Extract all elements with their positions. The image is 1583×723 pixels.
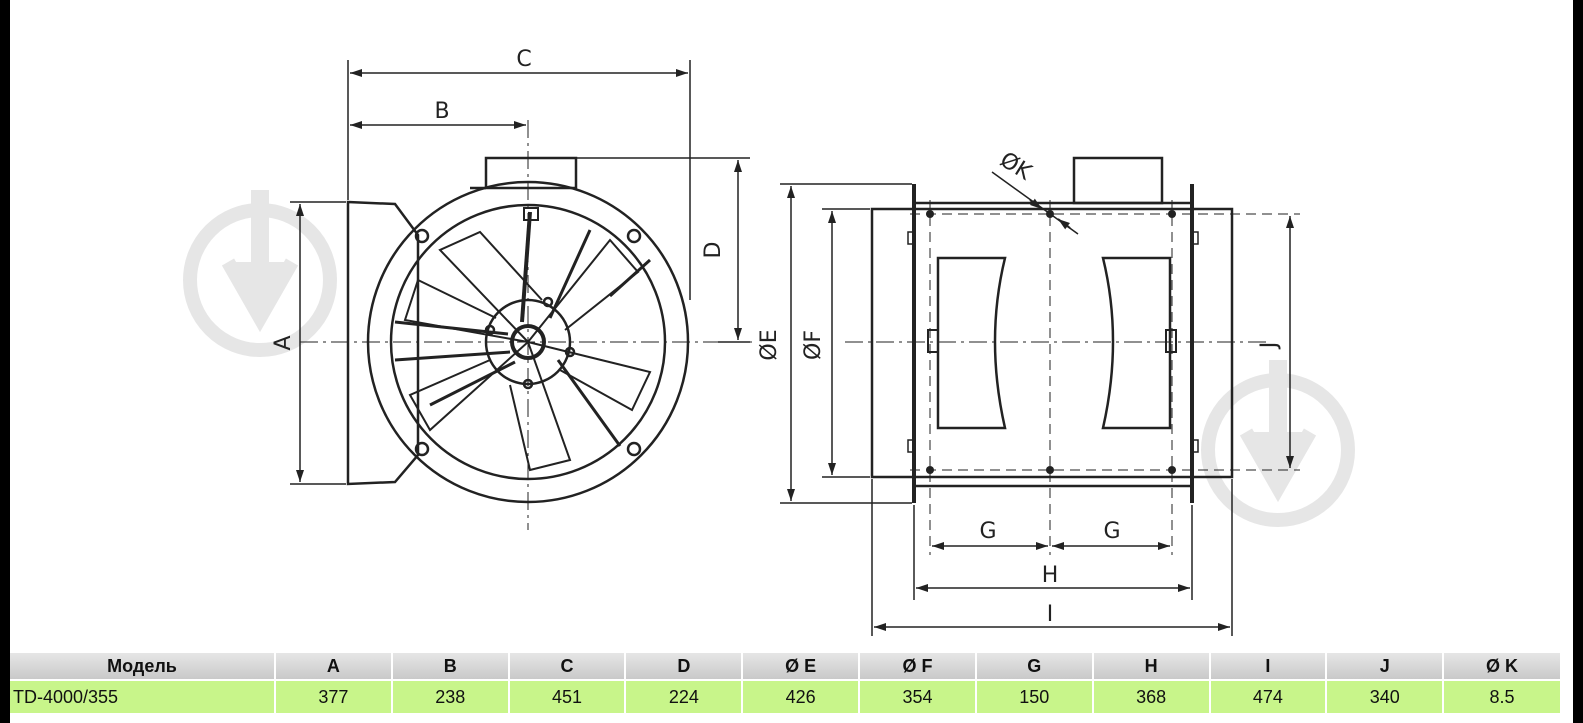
casing-window-left bbox=[936, 256, 1007, 430]
bolt-hole bbox=[626, 441, 642, 457]
watermark-download-icon-left bbox=[183, 190, 337, 357]
header-e: Ø E bbox=[742, 653, 861, 680]
label-h: H bbox=[1042, 563, 1059, 588]
technical-drawing: C B D A ØE ØF J G G H I ØK bbox=[183, 47, 1355, 636]
duct-tube bbox=[870, 207, 1234, 479]
label-b: B bbox=[434, 99, 449, 124]
casing-window-right bbox=[1101, 256, 1172, 430]
cable bbox=[520, 211, 532, 323]
header-g: G bbox=[975, 653, 1094, 680]
cell-c: 451 bbox=[508, 679, 627, 713]
header-i: I bbox=[1209, 653, 1328, 680]
side-motor-housing bbox=[346, 200, 420, 486]
header-h: H bbox=[1092, 653, 1211, 680]
header-f: Ø F bbox=[859, 653, 977, 680]
cell-j: 340 bbox=[1326, 679, 1445, 713]
cell-model: TD-4000/355 bbox=[10, 679, 276, 713]
table-header-row: Модель A B C D Ø E Ø F G H I J Ø K bbox=[10, 653, 1560, 680]
watermark-download-icon-right bbox=[1201, 360, 1355, 527]
bolt-hole bbox=[414, 441, 430, 457]
front-view bbox=[300, 120, 752, 530]
header-d: D bbox=[625, 653, 744, 680]
side-dimensions bbox=[780, 171, 1294, 636]
label-e: ØE bbox=[757, 329, 782, 360]
cell-i: 474 bbox=[1209, 679, 1328, 713]
bolt-hole bbox=[626, 228, 642, 244]
cell-d: 224 bbox=[625, 679, 744, 713]
label-c: C bbox=[516, 47, 531, 72]
header-c: C bbox=[508, 653, 627, 680]
motor-terminal-box bbox=[484, 156, 578, 190]
header-j: J bbox=[1326, 653, 1445, 680]
cell-b: 238 bbox=[391, 679, 510, 713]
header-b: B bbox=[391, 653, 510, 680]
label-k: ØK bbox=[995, 147, 1036, 185]
cell-k: 8.5 bbox=[1443, 679, 1560, 713]
cell-a: 377 bbox=[275, 679, 393, 713]
label-g-right: G bbox=[1103, 519, 1120, 544]
spec-table: Модель A B C D Ø E Ø F G H I J Ø K TD-40… bbox=[10, 653, 1560, 713]
casing-body bbox=[912, 201, 1194, 488]
header-model: Модель bbox=[10, 653, 276, 680]
header-a: A bbox=[275, 653, 393, 680]
table-row: TD-4000/355 377 238 451 224 426 354 150 … bbox=[10, 679, 1560, 713]
label-f: ØF bbox=[801, 330, 826, 360]
label-j: J bbox=[1257, 342, 1282, 351]
bolt-hole bbox=[414, 228, 430, 244]
front-dimensions bbox=[290, 60, 750, 485]
support-struts bbox=[394, 229, 652, 447]
side-view bbox=[845, 156, 1300, 555]
cell-h: 368 bbox=[1092, 679, 1211, 713]
cell-e: 426 bbox=[742, 679, 861, 713]
cell-g: 150 bbox=[975, 679, 1094, 713]
label-i: I bbox=[1047, 602, 1054, 627]
cell-f: 354 bbox=[859, 679, 977, 713]
label-d: D bbox=[701, 242, 726, 259]
label-g-left: G bbox=[979, 519, 996, 544]
side-motor-box bbox=[1072, 156, 1164, 205]
header-k: Ø K bbox=[1443, 653, 1560, 680]
label-a: A bbox=[271, 335, 296, 350]
drawing-sheet: C B D A ØE ØF J G G H I ØK Модель A B C … bbox=[10, 0, 1573, 723]
